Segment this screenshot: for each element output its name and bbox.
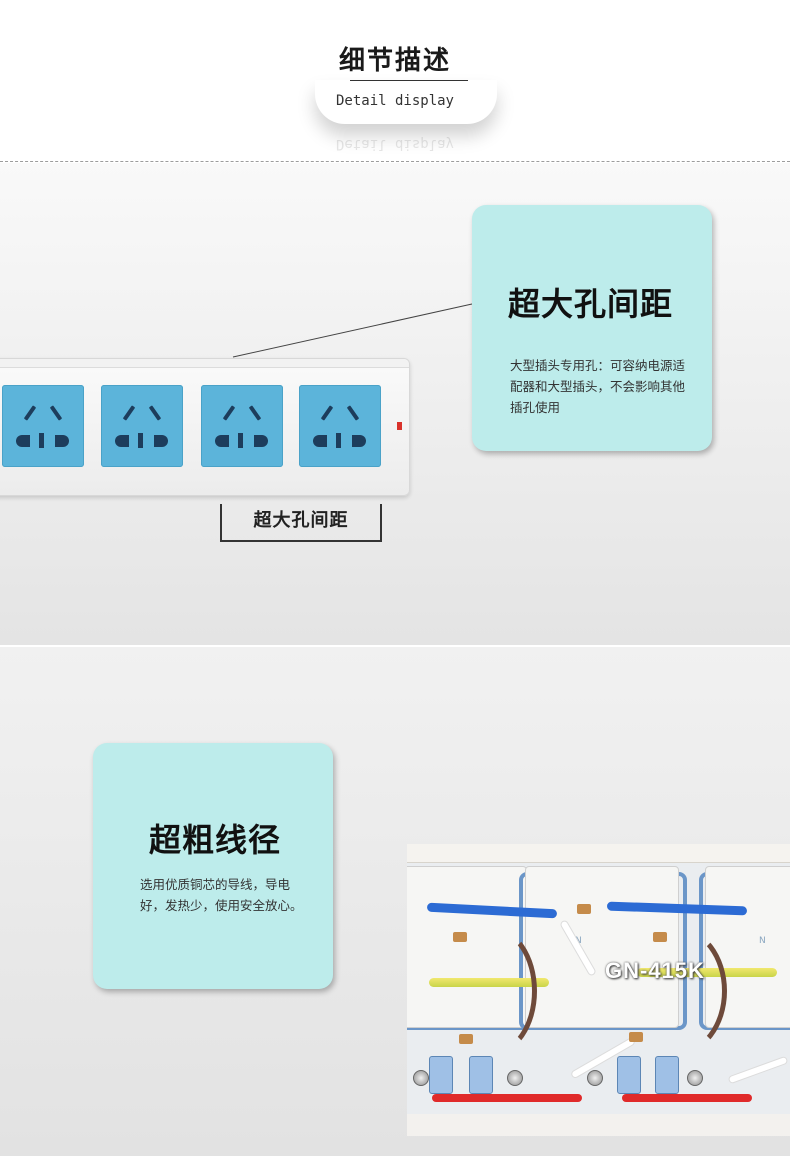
red-wire	[432, 1094, 582, 1102]
title-pill-shape	[315, 80, 497, 124]
feature-card-wire: 超粗线径 选用优质铜芯的导线，导电好，发热少，使用安全放心。	[93, 743, 333, 989]
socket-pin-icon	[115, 435, 129, 447]
brown-wire	[447, 926, 537, 1056]
socket-outlet-4	[299, 385, 381, 467]
socket-pin-icon	[352, 435, 366, 447]
card-title: 超大孔间距	[508, 285, 674, 323]
socket-pin-icon	[215, 435, 229, 447]
copper-terminal	[459, 1034, 473, 1044]
socket-outlet-3	[201, 385, 283, 467]
wire-clamp	[655, 1056, 679, 1094]
card-description: 选用优质铜芯的导线，导电好，发热少，使用安全放心。	[140, 877, 303, 913]
socket-pin-icon	[138, 433, 143, 448]
housing-bottom	[407, 1114, 790, 1136]
title-underline	[350, 80, 468, 81]
copper-terminal	[653, 932, 667, 942]
screw-icon	[687, 1070, 703, 1086]
socket-pin-icon	[39, 433, 44, 448]
section-subtitle: Detail display	[335, 93, 454, 109]
feature-label-tag: 超大孔间距	[220, 504, 382, 542]
screw-icon	[587, 1070, 603, 1086]
card-description: 大型插头专用孔：可容纳电源适配器和大型插头，不会影响其他插孔使用	[510, 358, 686, 415]
panel-gap	[0, 645, 790, 647]
socket-pin-icon	[55, 435, 69, 447]
white-wire	[727, 1055, 789, 1085]
screw-icon	[413, 1070, 429, 1086]
feature-card-spacing: 超大孔间距 大型插头专用孔：可容纳电源适配器和大型插头，不会影响其他插孔使用	[472, 205, 712, 451]
copper-terminal	[453, 932, 467, 942]
socket-pin-icon	[313, 435, 327, 447]
dashed-divider	[0, 161, 790, 162]
red-wire	[622, 1094, 752, 1102]
brown-wire	[627, 926, 727, 1056]
wire-clamp	[429, 1056, 453, 1094]
socket-pin-icon	[254, 435, 268, 447]
section-header: 细节描述 Detail display Detail display	[0, 0, 790, 162]
section-title: 细节描述	[338, 46, 451, 76]
power-strip-edge	[0, 359, 409, 368]
socket-outlet-2	[101, 385, 183, 467]
socket-pin-icon	[154, 435, 168, 447]
neutral-mark: N	[759, 936, 766, 946]
screw-icon	[507, 1070, 523, 1086]
card-title: 超粗线径	[149, 821, 282, 859]
socket-pin-icon	[336, 433, 341, 448]
power-indicator-light	[397, 422, 402, 430]
leader-line-spacing	[232, 303, 473, 358]
wire-clamp	[469, 1056, 493, 1094]
model-label: GN-415K	[605, 958, 705, 983]
socket-pin-icon	[238, 433, 243, 448]
wire-clamp	[617, 1056, 641, 1094]
internal-wiring-photo: N N GN-415K	[407, 844, 790, 1136]
socket-outlet-1	[2, 385, 84, 467]
housing-frame	[407, 844, 790, 863]
socket-pin-icon	[16, 435, 30, 447]
copper-terminal	[629, 1032, 643, 1042]
copper-terminal	[577, 904, 591, 914]
